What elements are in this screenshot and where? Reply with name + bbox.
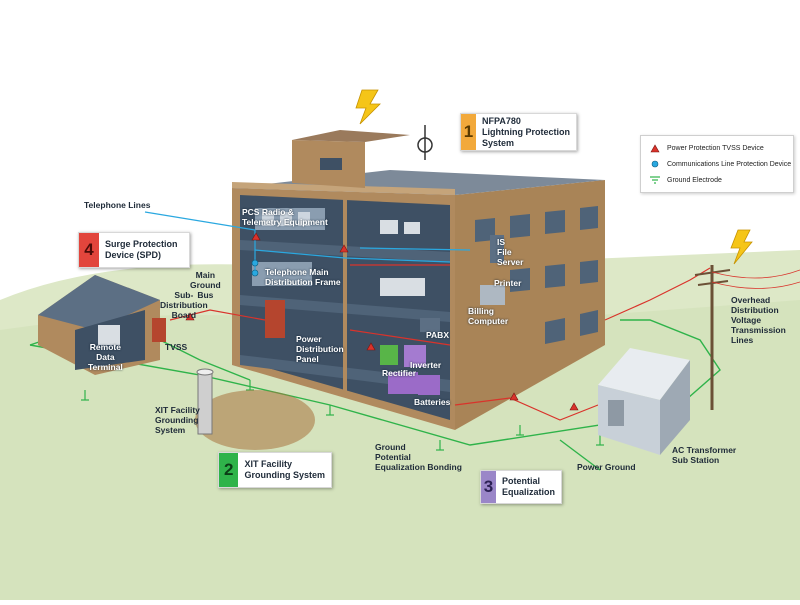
callout-4-number: 4 xyxy=(79,233,99,267)
label-inverter: Inverter xyxy=(410,360,442,370)
label-main-ground-bus: Main Ground Bus xyxy=(190,270,221,300)
callout-2-line2: Grounding System xyxy=(244,470,325,480)
label-telephone-main-frame: Telephone Main Distribution Frame xyxy=(265,267,341,287)
legend-item-ground: Ground Electrode xyxy=(649,175,722,185)
label-ac-transformer: AC Transformer Sub Station xyxy=(672,445,737,465)
callout-2-line1: XIT Facility xyxy=(244,459,292,469)
callout-4-line2: Device (SPD) xyxy=(105,250,162,260)
ground-icon xyxy=(650,176,660,184)
callout-3-line2: Equalization xyxy=(501,487,555,497)
ground-electrodes xyxy=(81,380,689,451)
lightning-bolts xyxy=(355,89,753,265)
label-telephone-lines: Telephone Lines xyxy=(84,200,151,210)
callout-3-number: 3 xyxy=(481,471,496,503)
comm-wiring xyxy=(144,211,471,270)
callout-4-line1: Surge Protection xyxy=(105,239,178,249)
callout-1-line3: System xyxy=(482,137,515,148)
xit-grounding-rod xyxy=(195,368,315,450)
callout-1-line2: Lightning Protection xyxy=(482,126,570,137)
label-ground-potential-bonding: Ground Potential Equalization Bonding xyxy=(375,442,462,472)
callout-potential-equalization: 3 Potential Equalization xyxy=(480,470,562,504)
callout-2-number: 2 xyxy=(219,453,239,487)
comm-protection-devices xyxy=(251,259,259,277)
label-xit-grounding-system: XIT Facility Grounding System xyxy=(155,405,200,435)
label-overhead-lines: Overhead Distribution Voltage Transmissi… xyxy=(731,295,786,345)
label-tvss: TVSS xyxy=(165,342,188,352)
legend-label-tvss: Power Protection TVSS Device xyxy=(667,144,764,152)
label-rectifier: Rectifier xyxy=(382,368,417,378)
callout-1-number: 1 xyxy=(461,114,476,150)
label-billing-computer: Billing Computer xyxy=(468,306,509,326)
callout-lightning-protection: 1 NFPA780 Lightning Protection System xyxy=(460,113,577,151)
legend-label-ground: Ground Electrode xyxy=(667,176,722,184)
label-remote-data-terminal: Remote Data Terminal xyxy=(88,342,123,372)
remote-terminal-building xyxy=(38,275,166,375)
legend: Power Protection TVSS Device Communicati… xyxy=(640,135,794,193)
callout-surge-protection: 4 Surge Protection Device (SPD) xyxy=(78,232,190,268)
overhead-lines xyxy=(711,269,800,289)
legend-item-tvss: Power Protection TVSS Device xyxy=(649,143,764,153)
dot-icon xyxy=(651,160,659,168)
label-sub-distribution-board: Sub- Distribution Board xyxy=(160,290,208,320)
label-power-ground: Power Ground xyxy=(577,462,636,472)
triangle-icon xyxy=(650,144,660,153)
label-batteries: Batteries xyxy=(414,397,451,407)
legend-label-comm: Communications Line Protection Device xyxy=(667,160,792,168)
label-power-distribution-panel: Power Distribution Panel xyxy=(296,334,344,364)
tvss-devices xyxy=(185,232,579,411)
legend-item-comm: Communications Line Protection Device xyxy=(649,159,791,169)
label-pabx: PABX xyxy=(426,330,449,340)
label-is-file-server: IS File Server xyxy=(497,237,524,267)
callout-3-line1: Potential xyxy=(501,476,540,486)
callout-xit-grounding: 2 XIT Facility Grounding System xyxy=(218,452,332,488)
main-building xyxy=(232,125,605,430)
transformer-building xyxy=(598,348,690,455)
label-printer: Printer xyxy=(494,278,522,288)
label-pcs-radio: PCS Radio & Telemetry Equipment xyxy=(242,207,328,227)
callout-1-line1: NFPA780 xyxy=(482,115,521,126)
